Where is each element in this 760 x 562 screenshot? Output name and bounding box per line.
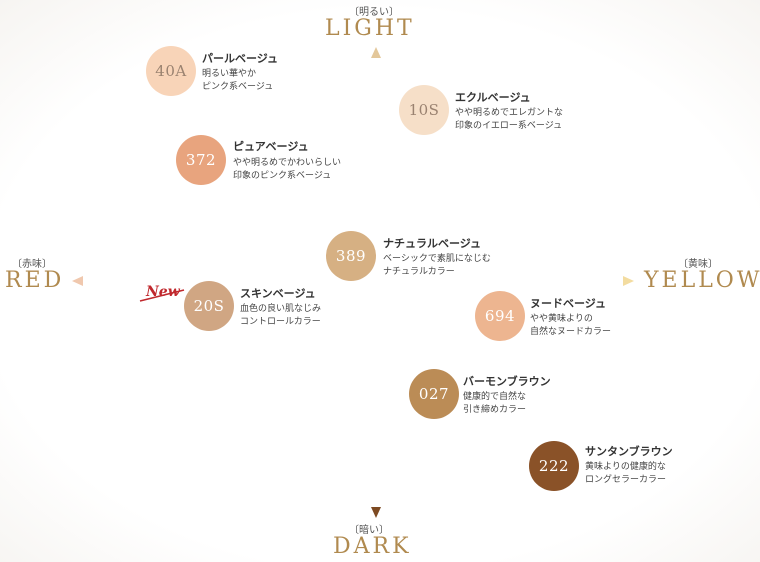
shade-title: ヌードベージュ (530, 297, 607, 310)
arrow-up (371, 47, 381, 58)
shade-swatch: 10S (399, 85, 449, 135)
shade-desc: 印象のピンク系ベージュ (233, 171, 332, 181)
shade-title: エクルベージュ (455, 91, 531, 104)
shade-title: バーモンブラウン (463, 375, 551, 388)
shade-desc: 明るい華やか (202, 69, 257, 79)
new-badge: New (146, 284, 180, 300)
dark-label: DARK (333, 534, 412, 559)
shade-desc: 印象のイエロー系ベージュ (455, 121, 563, 131)
yellow-sub-label: 〔黄味〕 (678, 259, 718, 270)
shade-swatch: 027 (409, 369, 459, 419)
light-label: LIGHT (325, 16, 415, 41)
dark-sub-label: 〔暗い〕 (349, 525, 389, 536)
shade-title: サンタンブラウン (585, 445, 673, 458)
shade-desc: やや明るめでエレガントな (455, 108, 564, 118)
shade-title: ピュアベージュ (233, 140, 309, 153)
shade-swatch: 389 (326, 231, 376, 281)
shade-desc: ピンク系ベージュ (202, 82, 274, 92)
red-label: RED (5, 268, 65, 293)
shade-desc: 自然なヌードカラー (530, 327, 612, 337)
shade-swatch: 40A (146, 46, 196, 96)
shade-desc: 血色の良い肌なじみ (240, 304, 322, 314)
arrow-left (72, 276, 83, 286)
arrow-right (623, 276, 634, 286)
arrow-down (371, 507, 381, 518)
shade-desc: やや黄味よりの (530, 314, 593, 324)
yellow-label: YELLOW (644, 268, 760, 293)
shade-desc: ナチュラルカラー (383, 267, 455, 277)
shade-title: パールベージュ (202, 52, 279, 65)
shade-swatch: 222 (529, 441, 579, 491)
light-sub-label: 〔明るい〕 (349, 7, 399, 18)
red-sub-label: 〔赤味〕 (12, 259, 52, 270)
shade-desc: 健康的で自然な (463, 392, 527, 402)
shade-desc: ベーシックで素肌になじむ (383, 254, 491, 264)
shade-title: スキンベージュ (240, 287, 316, 300)
shade-swatch: 694 (475, 291, 525, 341)
shade-desc: 引き締めカラー (463, 405, 527, 415)
shade-swatch: 20S (184, 281, 234, 331)
shade-desc: ロングセラーカラー (585, 475, 667, 485)
shade-desc: 黄味よりの健康的な (585, 462, 666, 472)
shade-desc: コントロールカラー (240, 317, 321, 327)
shade-swatch: 372 (176, 135, 226, 185)
shade-title: ナチュラルベージュ (383, 237, 482, 250)
new-swoosh (139, 289, 185, 302)
shade-desc: やや明るめでかわいらしい (233, 158, 342, 168)
